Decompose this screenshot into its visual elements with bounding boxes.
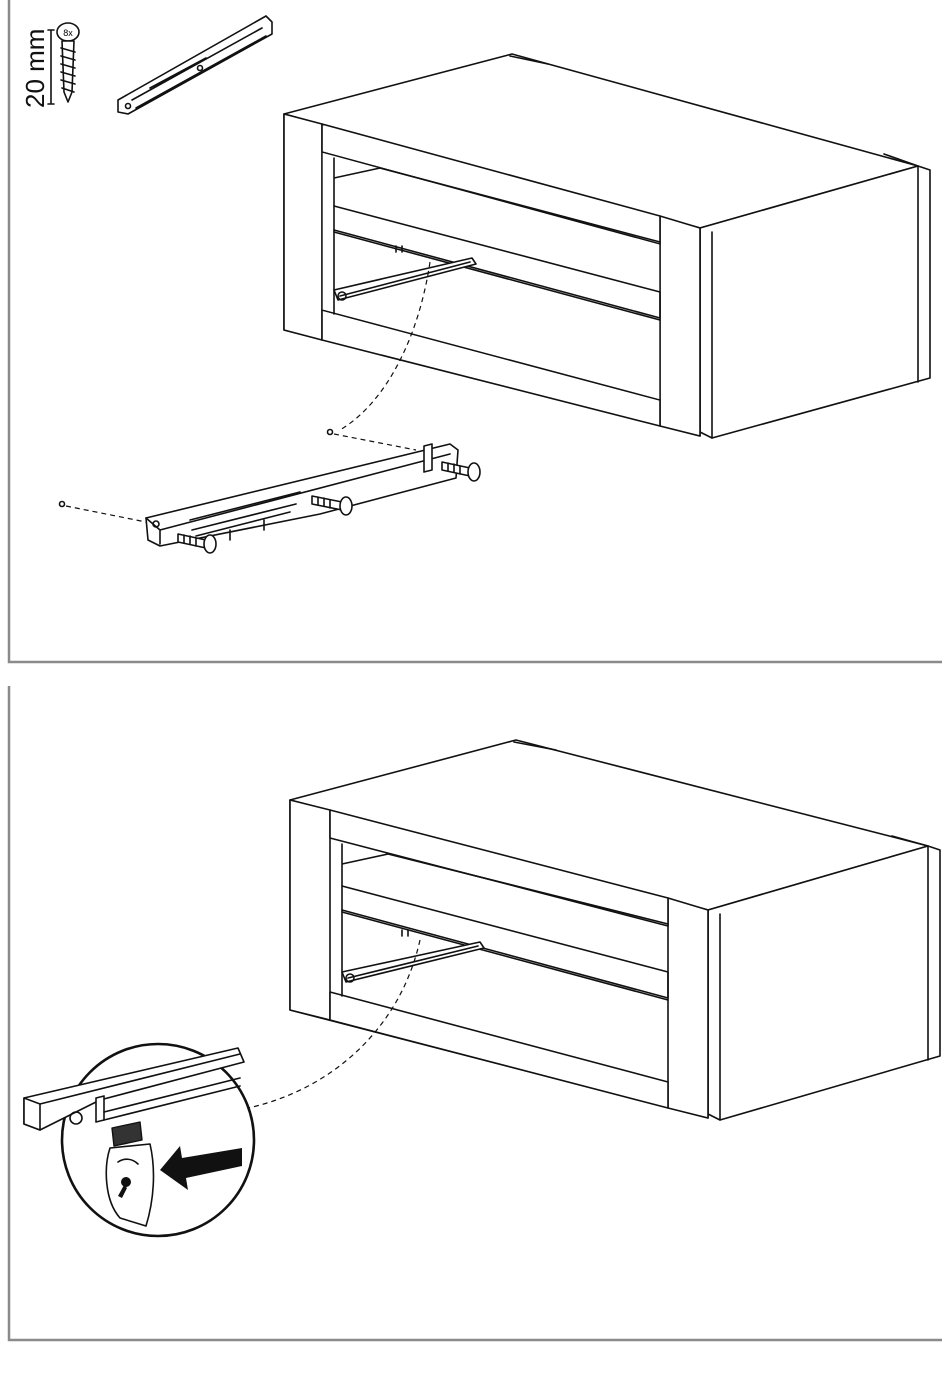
step-illustration-attach: 20 mm 8x [0,0,950,670]
screw-quantity: 8x [63,28,73,38]
step-panel-attach: 20 mm 8x [0,0,950,670]
screw-spec: 20 mm 8x [20,16,272,114]
cabinet [284,54,930,438]
step-illustration-release [0,670,950,1378]
screw-icon: 8x [48,23,79,104]
step-panel-release [0,670,950,1378]
cabinet [290,740,940,1120]
screw-length-label: 20 mm [20,29,50,108]
slide-thumbnail [118,16,272,114]
slide-release-detail [24,1044,254,1236]
drawer-slide [146,444,458,546]
push-arrow-icon [160,1146,242,1190]
